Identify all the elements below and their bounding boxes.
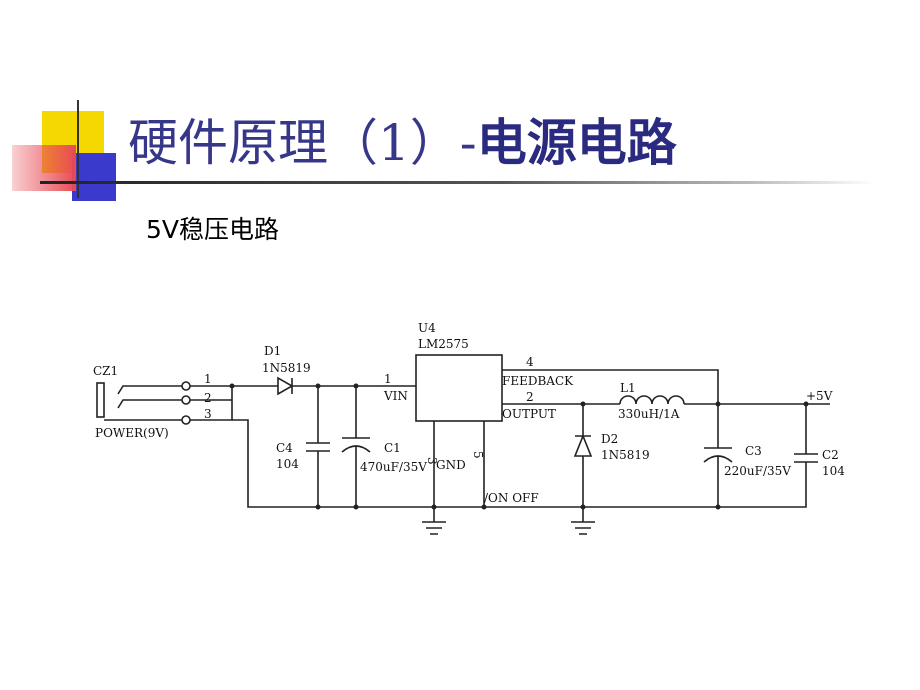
u4-pin-feedback-num: 4 xyxy=(526,355,534,369)
u4-pin-output: OUTPUT xyxy=(502,407,556,421)
title-bold: 电源电路 xyxy=(476,114,677,172)
deco-blue-square xyxy=(72,153,116,201)
d2-ref: D2 xyxy=(601,432,618,446)
c1-value: 470uF/35V xyxy=(360,460,427,474)
connector-pin-3 xyxy=(181,415,191,425)
junction-dot xyxy=(580,504,586,510)
c4-ref: C4 xyxy=(276,441,293,455)
c4-value: 104 xyxy=(276,457,299,471)
u4-regulator xyxy=(415,354,503,422)
cz1-pin2: 2 xyxy=(204,391,212,405)
u4-pin-gnd: GND xyxy=(436,458,466,472)
connector-contact-1 xyxy=(117,385,133,395)
junction-dot xyxy=(715,504,721,510)
junction-dot xyxy=(353,504,359,510)
junction-dot xyxy=(431,504,437,510)
u4-pin-feedback: FEEDBACK xyxy=(502,374,574,388)
junction-dot xyxy=(353,383,359,389)
l1-value: 330uH/1A xyxy=(618,407,680,421)
d1-diode xyxy=(262,376,416,396)
c2-ref: C2 xyxy=(822,448,839,462)
c2-value: 104 xyxy=(822,464,845,478)
u4-pin-onoff: /ON OFF xyxy=(484,491,539,505)
cz1-ref: CZ1 xyxy=(93,364,118,378)
connector-pin-2 xyxy=(181,395,191,405)
u4-pin-output-num: 2 xyxy=(526,390,534,404)
c4-capacitor xyxy=(306,386,330,507)
c2-capacitor xyxy=(718,404,818,508)
l1-inductor xyxy=(619,395,830,405)
cz1-label: POWER(9V) xyxy=(95,426,169,440)
slide-title: 硬件原理（1）-电源电路 xyxy=(128,108,677,178)
c1-ref: C1 xyxy=(384,441,401,455)
u4-pin-vin: VIN xyxy=(383,389,408,403)
d2-diode xyxy=(573,404,593,507)
junction-dot xyxy=(715,401,721,407)
c3-value: 220uF/35V xyxy=(724,464,791,478)
c1-capacitor xyxy=(341,386,371,507)
out-label: +5V xyxy=(806,389,833,403)
u4-pin-vin-num: 1 xyxy=(384,372,392,386)
connector-body xyxy=(96,382,105,418)
title-prefix: 硬件原理（1）- xyxy=(128,114,477,172)
u4-pin-onoff-num: 5 xyxy=(471,451,485,459)
junction-dot xyxy=(315,383,321,389)
c3-ref: C3 xyxy=(745,444,762,458)
junction-dot xyxy=(481,504,487,510)
connector-pin-1 xyxy=(181,381,191,391)
u4-part: LM2575 xyxy=(418,337,469,351)
cz1-pin3: 3 xyxy=(204,407,212,421)
slide-subtitle: 5V稳压电路 xyxy=(146,215,280,244)
junction-dot xyxy=(229,383,235,389)
deco-vertical-line xyxy=(77,100,79,198)
ground-return-wire xyxy=(232,419,718,508)
d1-value: 1N5819 xyxy=(262,361,311,375)
c3-capacitor xyxy=(703,404,733,507)
title-rule xyxy=(40,181,876,184)
junction-dot xyxy=(803,401,809,407)
l1-ref: L1 xyxy=(620,381,636,395)
feedback-wire xyxy=(502,369,719,404)
connector-contact-2 xyxy=(117,399,133,409)
junction-dot xyxy=(580,401,586,407)
junction-dot xyxy=(315,504,321,510)
ground-symbol-1 xyxy=(422,507,446,535)
pins-wires xyxy=(190,385,262,421)
u4-pin-gnd-num: 3 xyxy=(425,457,439,465)
cz1-pin1: 1 xyxy=(204,372,212,386)
ground-symbol-2 xyxy=(571,507,595,535)
u4-ref: U4 xyxy=(418,321,436,335)
d2-value: 1N5819 xyxy=(601,448,650,462)
d1-ref: D1 xyxy=(264,344,281,358)
